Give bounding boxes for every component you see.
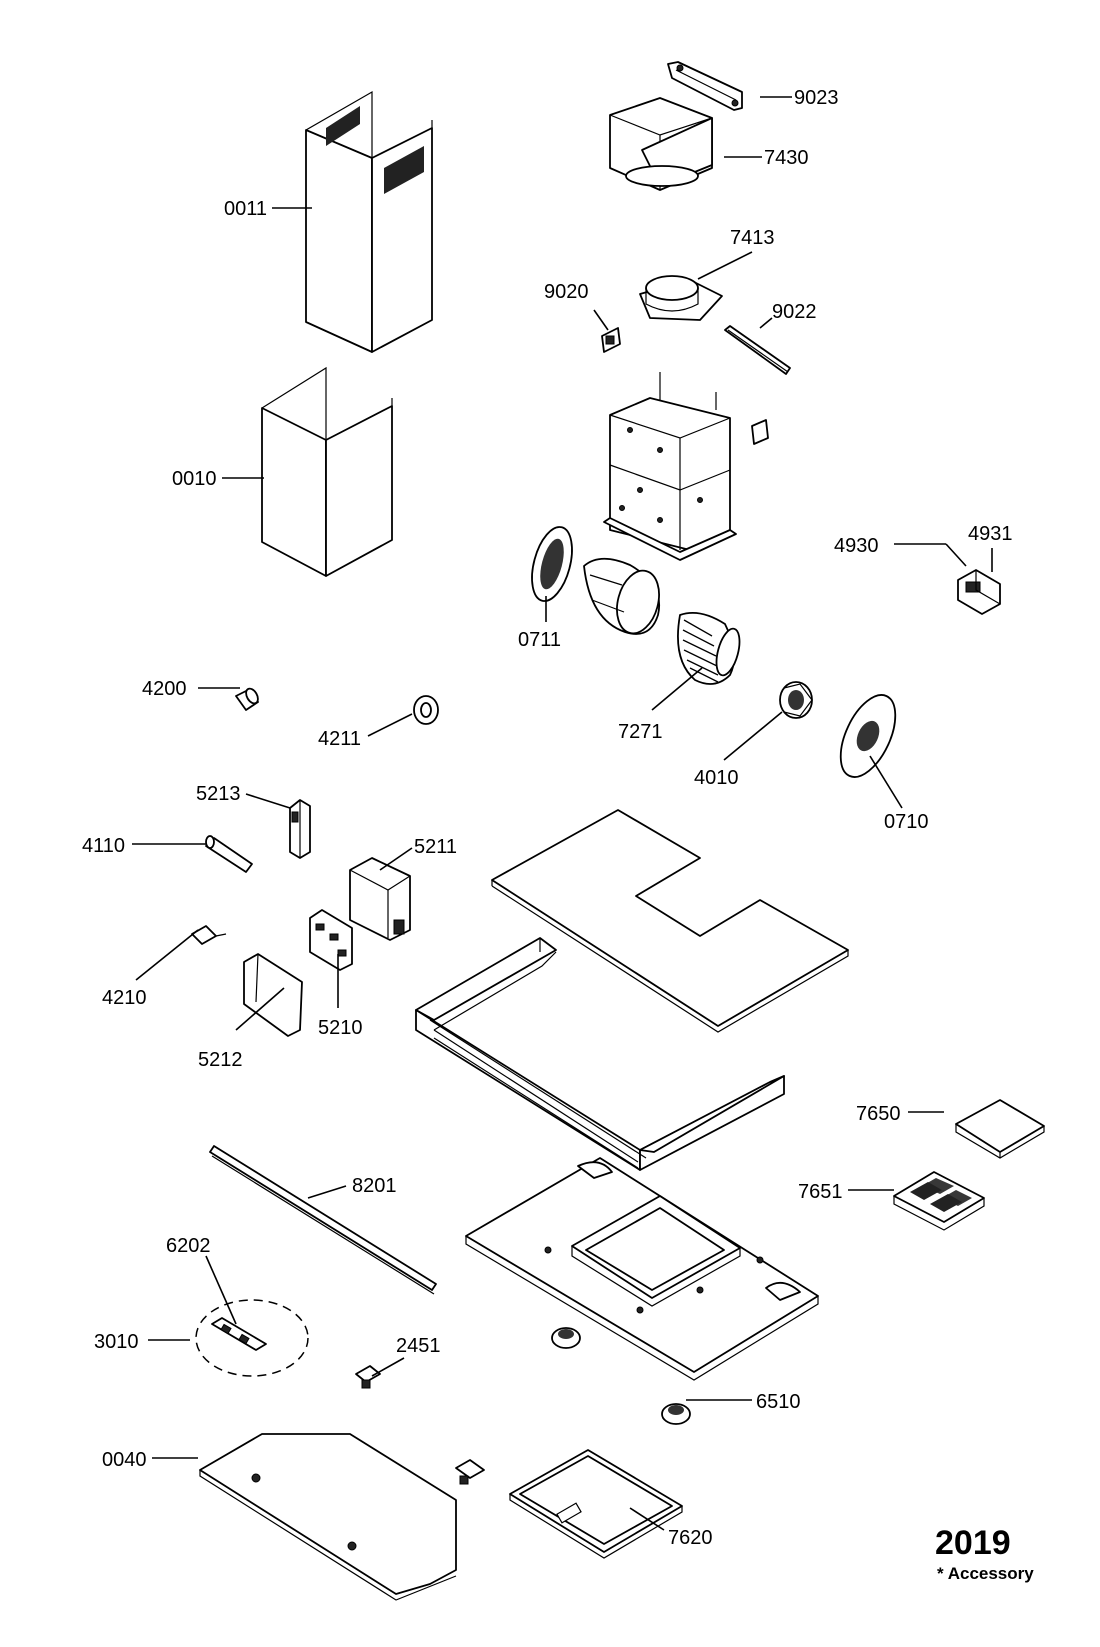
part-0011-drawing xyxy=(305,90,433,353)
clip-drawing xyxy=(455,1459,485,1485)
part-7430-drawing xyxy=(609,97,713,191)
part-4211-drawing xyxy=(413,695,439,725)
part-label-6510: 6510 xyxy=(756,1391,801,1413)
part-labels: 9023 7430 7413 9020 9022 0011 0010 4930 … xyxy=(82,87,1013,1549)
part-label-6202: 6202 xyxy=(166,1235,211,1257)
part-label-9022: 9022 xyxy=(772,301,817,323)
part-9022-drawing xyxy=(724,325,791,375)
part-2451-drawing xyxy=(355,1365,381,1389)
part-5212-drawing xyxy=(243,953,303,1037)
leader-lines xyxy=(132,96,993,1531)
part-label-3010: 3010 xyxy=(94,1331,139,1353)
motor-housing-drawing xyxy=(603,372,769,561)
part-label-0011: 0011 xyxy=(224,198,267,220)
base-plate-drawing xyxy=(465,1157,819,1381)
part-0040-drawing xyxy=(199,1433,457,1601)
part-label-5210: 5210 xyxy=(318,1017,363,1039)
part-4200-drawing xyxy=(235,687,259,711)
part-label-4211: 4211 xyxy=(318,728,361,750)
part-0711-drawing xyxy=(531,526,573,602)
part-label-2451: 2451 xyxy=(396,1335,441,1357)
part-0710-drawing xyxy=(839,694,897,778)
part-label-7430: 7430 xyxy=(764,147,809,169)
part-6510-drawing xyxy=(661,1403,691,1425)
part-label-4931: 4931 xyxy=(968,523,1013,545)
part-label-7651: 7651 xyxy=(798,1181,843,1203)
part-label-0010: 0010 xyxy=(172,468,217,490)
part-label-4930: 4930 xyxy=(834,535,879,557)
part-label-8201: 8201 xyxy=(352,1175,397,1197)
part-label-7413: 7413 xyxy=(730,227,775,249)
part-4110-drawing xyxy=(205,835,253,873)
part-7620-drawing xyxy=(509,1449,683,1559)
part-label-0711: 0711 xyxy=(518,629,561,651)
part-7271-drawing xyxy=(677,612,741,685)
part-label-4010: 4010 xyxy=(694,767,739,789)
part-7650-drawing xyxy=(955,1099,1045,1159)
part-label-0040: 0040 xyxy=(102,1449,147,1471)
part-9023-drawing xyxy=(667,61,743,111)
part-0010-drawing xyxy=(261,366,393,577)
fan-scroll-drawing xyxy=(583,557,660,635)
accessory-note: * Accessory xyxy=(937,1564,1034,1583)
part-label-5213: 5213 xyxy=(196,783,241,805)
part-7413-drawing xyxy=(639,275,723,321)
knob-drawing xyxy=(551,1327,581,1349)
part-9020-drawing xyxy=(601,327,621,353)
part-7651-drawing xyxy=(893,1171,985,1231)
diagram-code: 2019 xyxy=(935,1524,1011,1562)
part-label-9020: 9020 xyxy=(544,281,589,303)
part-4210-drawing xyxy=(191,925,227,945)
part-label-4200: 4200 xyxy=(142,678,187,700)
part-4010-drawing xyxy=(779,681,813,719)
part-5210-drawing xyxy=(309,909,353,971)
part-4930-drawing xyxy=(957,569,1001,615)
part-label-4110: 4110 xyxy=(82,835,125,857)
part-label-7650: 7650 xyxy=(856,1103,901,1125)
part-6202-drawing xyxy=(195,1299,309,1377)
part-5213-drawing xyxy=(289,799,311,859)
part-label-7271: 7271 xyxy=(618,721,663,743)
top-panel-drawing xyxy=(491,809,849,1033)
part-8201-drawing xyxy=(209,1145,437,1295)
part-label-9023: 9023 xyxy=(794,87,839,109)
frame-drawing xyxy=(415,937,785,1171)
part-label-7620: 7620 xyxy=(668,1527,713,1549)
part-label-4210: 4210 xyxy=(102,987,147,1009)
part-label-5212: 5212 xyxy=(198,1049,243,1071)
part-label-0710: 0710 xyxy=(884,811,929,833)
part-5211-drawing xyxy=(349,857,411,941)
part-label-5211: 5211 xyxy=(414,836,457,858)
